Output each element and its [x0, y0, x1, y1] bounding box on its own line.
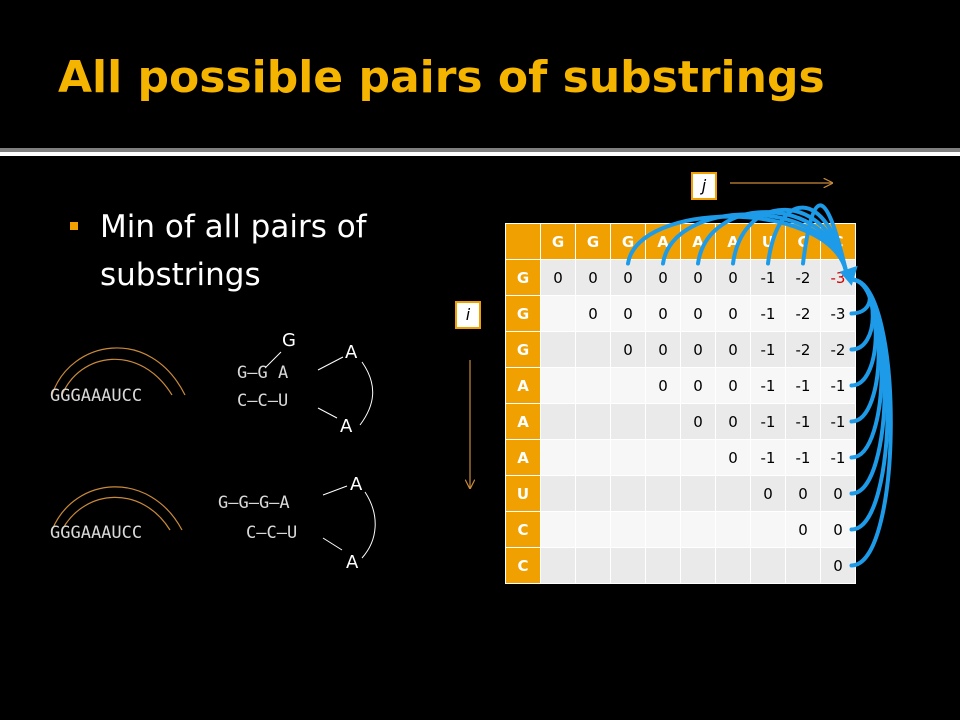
table-cell: -1 — [785, 367, 821, 404]
table-cell: -1 — [785, 439, 821, 476]
table-cell: -1 — [750, 403, 786, 440]
row-header: C — [505, 511, 541, 548]
table-cell — [540, 403, 576, 440]
structure-line: C–C–U — [237, 391, 289, 411]
table-cell: -1 — [820, 403, 856, 440]
sequence-label: GGGAAAUCC — [50, 523, 143, 543]
table-cell — [575, 475, 611, 512]
table-cell — [680, 511, 716, 548]
table-cell — [575, 439, 611, 476]
title-divider — [0, 148, 960, 152]
bullet-marker — [70, 222, 78, 230]
table-cell — [575, 331, 611, 368]
table-cell: 0 — [610, 259, 646, 296]
row-header: G — [505, 331, 541, 368]
table-cell — [575, 511, 611, 548]
table-cell: 0 — [680, 331, 716, 368]
table-corner — [505, 223, 541, 260]
table-cell: 0 — [715, 295, 751, 332]
table-cell — [645, 511, 681, 548]
bullet-text: Min of all pairs of substrings — [100, 209, 367, 293]
column-header: G — [575, 223, 611, 260]
table-cell — [540, 295, 576, 332]
slide-title: All possible pairs of substrings — [58, 52, 825, 103]
structure-base: G — [282, 330, 296, 351]
table-cell: 0 — [610, 295, 646, 332]
table-cell: 0 — [715, 439, 751, 476]
row-header: C — [505, 547, 541, 584]
sequence-label: GGGAAAUCC — [50, 386, 143, 406]
table-cell — [610, 367, 646, 404]
table-cell — [645, 403, 681, 440]
table-cell — [610, 547, 646, 584]
table-cell: -1 — [750, 439, 786, 476]
table-cell: -1 — [750, 367, 786, 404]
table-cell: 0 — [645, 331, 681, 368]
table-cell — [575, 547, 611, 584]
table-cell: -1 — [750, 259, 786, 296]
row-header: G — [505, 259, 541, 296]
structure-line: C–C–U — [246, 523, 298, 543]
structure-line: G–G–G–A — [218, 493, 290, 513]
table-cell — [610, 475, 646, 512]
table-cell — [645, 475, 681, 512]
table-cell — [610, 439, 646, 476]
table-cell — [645, 439, 681, 476]
structure-line: G–G A — [237, 363, 289, 383]
table-cell: 0 — [750, 475, 786, 512]
table-cell: 0 — [680, 295, 716, 332]
table-cell — [645, 547, 681, 584]
row-header: U — [505, 475, 541, 512]
table-cell: -1 — [750, 295, 786, 332]
table-cell — [540, 475, 576, 512]
table-cell: 0 — [715, 403, 751, 440]
j-axis-label: j — [691, 172, 717, 200]
table-cell: 0 — [785, 475, 821, 512]
table-cell — [785, 547, 821, 584]
structure-base: A — [346, 552, 359, 573]
structure-base: A — [345, 342, 358, 363]
structure-base: A — [340, 416, 353, 437]
row-header: A — [505, 439, 541, 476]
table-cell: 0 — [645, 367, 681, 404]
table-cell — [610, 403, 646, 440]
table-cell: 0 — [820, 475, 856, 512]
i-axis-label: i — [455, 301, 481, 329]
table-cell: 0 — [785, 511, 821, 548]
dependency-arrow — [801, 203, 848, 272]
table-cell — [540, 511, 576, 548]
row-header: G — [505, 295, 541, 332]
table-cell: 0 — [575, 259, 611, 296]
row-header: A — [505, 403, 541, 440]
structure-base: A — [350, 474, 363, 495]
table-cell: 0 — [715, 367, 751, 404]
table-cell — [540, 331, 576, 368]
table-cell: 0 — [715, 331, 751, 368]
table-cell — [680, 547, 716, 584]
target-arrowhead — [839, 265, 858, 286]
title-divider-white — [0, 152, 960, 156]
dependency-arrow — [849, 277, 893, 568]
table-cell: 0 — [610, 331, 646, 368]
